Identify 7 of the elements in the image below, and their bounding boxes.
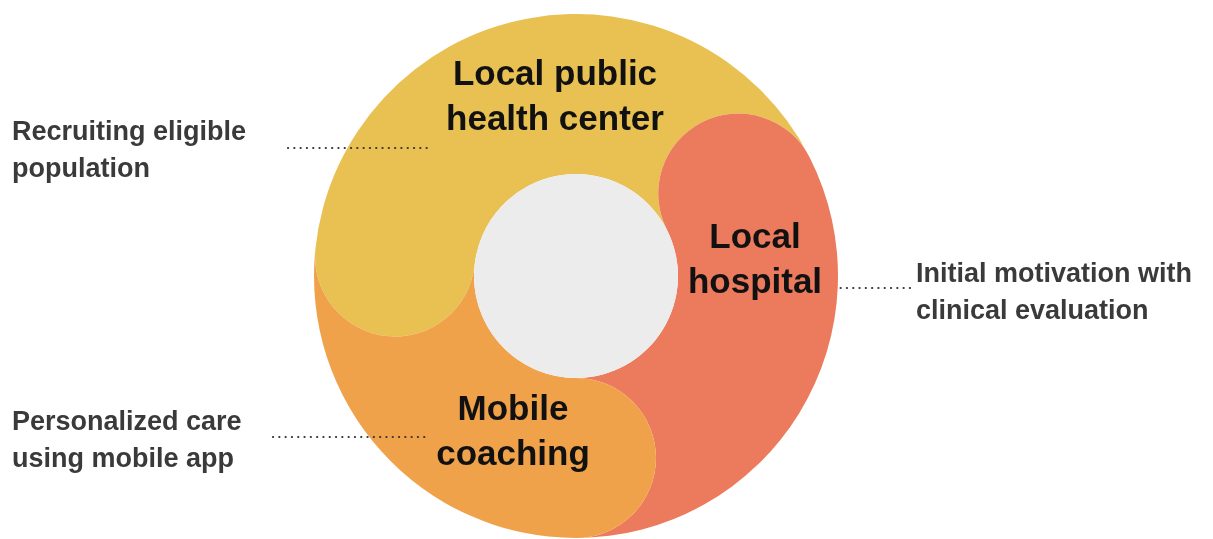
role-description: Personalized care using mobile app <box>12 405 243 475</box>
role-description: Recruiting eligible population <box>12 115 248 185</box>
role-description: Initial motivation with clinical evaluation <box>916 257 1193 327</box>
segment-label: Local hospital <box>686 215 824 302</box>
segment-label: Mobile coaching <box>435 387 591 474</box>
leader-line <box>286 146 430 150</box>
segment-label: Local public health center <box>445 52 665 139</box>
